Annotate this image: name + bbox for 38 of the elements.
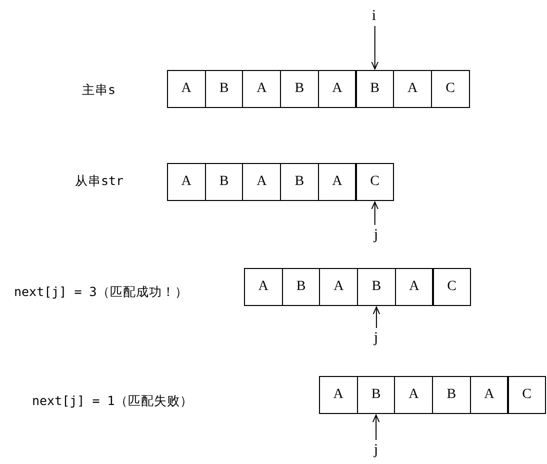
array-cell: A [167,163,206,201]
arrow [372,414,380,440]
array-cell: A [242,163,282,201]
array-cell: B [204,70,244,108]
array-cell: A [470,376,508,414]
row-label: next[j] = 1（匹配失败） [32,393,193,409]
row-label: 主串s [82,82,116,98]
array-cell: A [167,70,206,108]
array-cell: A [244,268,283,306]
arrow [371,202,379,226]
array-cell: A [394,376,434,414]
array-cell: B [357,268,396,306]
array-cell: C [430,70,470,108]
array-cell: C [432,268,472,306]
arrow [372,306,380,328]
array-cell: B [204,163,244,201]
pointer-label: i [368,8,380,24]
row-label: next[j] = 3（匹配成功！） [14,284,188,300]
array-cell: B [282,268,320,306]
array-cell: A [393,70,432,108]
row-label: 从串str [75,173,124,189]
array-cell: C [356,163,394,201]
array-cell: A [318,70,356,108]
array-cell: A [319,268,358,306]
arrow [371,26,379,70]
array-cell: B [356,70,394,108]
pointer-label: j [370,227,382,243]
pointer-label: j [370,330,382,346]
array-cell: B [280,70,319,108]
array-cell: A [394,268,434,306]
array-cell: B [280,163,319,201]
array-cell: A [318,163,356,201]
array-cell: A [242,70,282,108]
array-cell: B [432,376,471,414]
array-cell: C [508,376,546,414]
pointer-label: j [370,442,382,458]
array-cell: A [319,376,358,414]
array-cell: B [356,376,396,414]
